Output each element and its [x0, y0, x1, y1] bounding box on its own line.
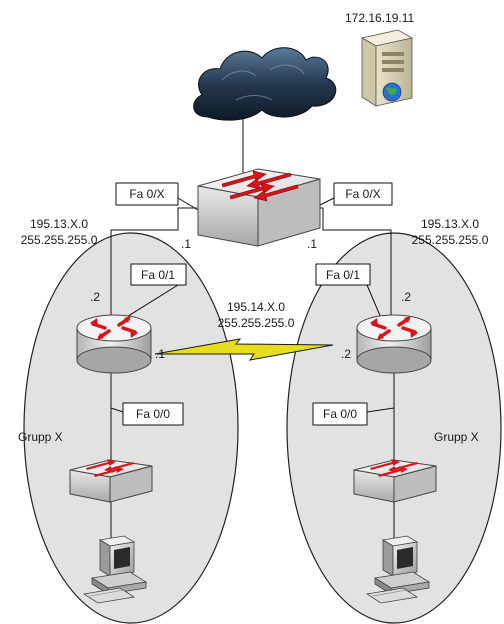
right-pc-icon: [365, 535, 431, 604]
core-right-ip: .1: [307, 237, 317, 251]
left-router-uplink-ip: .2: [90, 290, 100, 304]
core-left-port-box: [115, 182, 179, 206]
right-router-icon: [356, 314, 432, 374]
core-right-port-label: Fa 0/X: [345, 187, 380, 201]
left-group-name: Grupp X: [18, 430, 63, 444]
cloud-icon: [193, 47, 337, 121]
core-switch-icon: [197, 168, 321, 247]
left-router-uplink-port-box: [130, 263, 187, 286]
core-left-port-label: Fa 0/X: [129, 187, 164, 201]
serial-network-mask: 255.255.255.0: [218, 316, 295, 330]
right-router-uplink-port-box: [315, 263, 371, 286]
right-router-uplink-ip: .2: [401, 290, 411, 304]
server-icon: [360, 29, 414, 107]
right-network-mask: 255.255.255.0: [412, 233, 489, 247]
core-right-port-box: [333, 182, 393, 206]
left-router-lan-port-label: Fa 0/0: [136, 407, 170, 421]
left-router-icon: [76, 314, 152, 374]
left-network-mask: 255.255.255.0: [21, 233, 98, 247]
serial-network-address: 195.14.X.0: [227, 300, 285, 314]
right-group-name: Grupp X: [434, 430, 479, 444]
left-network-address: 195.13.X.0: [30, 217, 88, 231]
serial-link: [154, 338, 334, 361]
core-left-ip: .1: [181, 237, 191, 251]
left-router-serial-ip: .1: [155, 347, 165, 361]
right-router-lan-port-box: [312, 402, 368, 426]
right-router-serial-ip: .2: [341, 347, 351, 361]
wires: [110, 108, 395, 540]
right-network-address: 195.13.X.0: [421, 217, 479, 231]
left-router-lan-port-box: [122, 402, 184, 426]
left-switch-icon: [69, 459, 153, 503]
right-router-lan-port-label: Fa 0/0: [323, 407, 357, 421]
right-switch-icon: [353, 459, 437, 503]
left-router-uplink-port-label: Fa 0/1: [141, 268, 175, 282]
server-ip-label: 172.16.19.11: [345, 11, 415, 25]
right-router-uplink-port-label: Fa 0/1: [326, 268, 360, 282]
left-pc-icon: [82, 535, 148, 604]
